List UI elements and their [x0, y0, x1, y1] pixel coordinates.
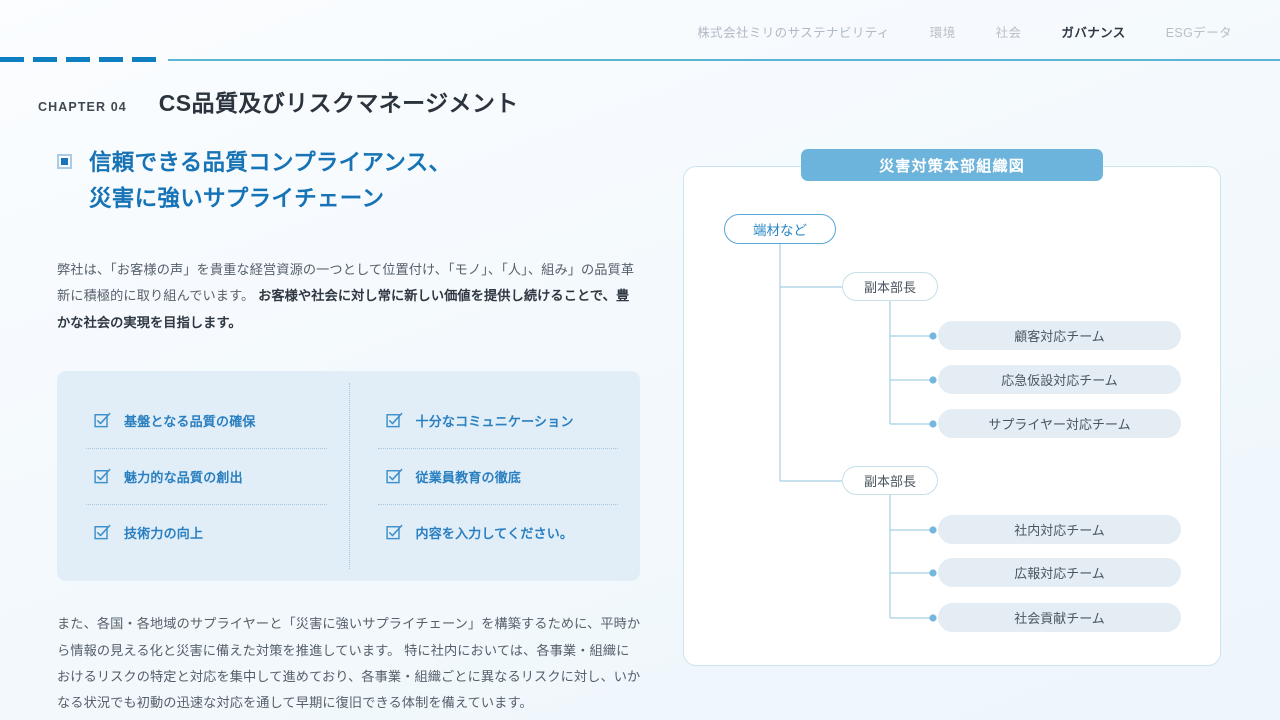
org-chart-canvas: 端材など 副本部長 顧客対応チーム 応急仮設対応チーム サプライヤー対応チーム …: [683, 166, 1221, 666]
page-title: CS品質及びリスクマネージメント: [158, 90, 519, 116]
checklist-item[interactable]: 技術力の向上: [57, 504, 349, 560]
header-rule: [0, 57, 1280, 63]
checklist-column-left: 基盤となる品質の確保 魅力的な品質の創出 技術力の向上: [57, 392, 349, 560]
org-chart-connectors: [779, 244, 937, 622]
org-team-pill[interactable]: サプライヤー対応チーム: [938, 409, 1181, 438]
checklist-item[interactable]: 内容を入力してください。: [349, 504, 641, 560]
nav-item-esg-data[interactable]: ESGデータ: [1165, 25, 1232, 40]
quality-checklist-panel: 基盤となる品質の確保 魅力的な品質の創出 技術力の向上 十分なコミュニケーション…: [57, 371, 641, 582]
chapter-header: CHAPTER 04 CS品質及びリスクマネージメント: [38, 84, 519, 118]
intro-paragraph: 弊社は、「お客様の声」を貴重な経営資源の一つとして位置付け、「モノ」、「人」、組…: [57, 257, 642, 336]
checklist-item[interactable]: 魅力的な品質の創出: [57, 448, 349, 504]
checklist-item-label: 基盤となる品質の確保: [124, 413, 256, 429]
org-node-root[interactable]: 端材など: [724, 214, 836, 244]
checklist-item[interactable]: 十分なコミュニケーション: [349, 392, 641, 448]
dash-segment: [66, 57, 90, 62]
org-node-deputy-1[interactable]: 副本部長: [842, 272, 938, 301]
checklist-item-label: 内容を入力してください。: [415, 525, 574, 541]
left-content-column: 信頼できる品質コンプライアンス、 災害に強いサプライチェーン 弊社は、「お客様の…: [57, 145, 642, 717]
org-team-pill[interactable]: 社会貢献チーム: [938, 603, 1181, 632]
intro-paragraph-normal: 弊社は、「お客様の声」を貴重な経営資源の一つとして位置付け、「モノ」、「人」、組…: [57, 261, 635, 304]
org-chart-title-badge: 災害対策本部組織図: [801, 149, 1103, 181]
section-heading-text: 信頼できる品質コンプライアンス、 災害に強いサプライチェーン: [89, 145, 451, 218]
dash-segment: [99, 57, 123, 62]
checkbox-icon: [94, 524, 111, 539]
org-team-pill[interactable]: 顧客対応チーム: [938, 321, 1181, 350]
top-navigation: 株式会社ミリのサステナビリティ 環境 社会 ガバナンス ESGデータ: [697, 0, 1280, 62]
closing-paragraph: また、各国・各地域のサプライヤーと「災害に強いサプライチェーン」を構築するために…: [57, 616, 641, 711]
intro-paragraph-bold: お客様や社会に対し常に新しい価値を提供し続けることで、豊かな社会の実現を目指しま…: [57, 288, 630, 330]
section-heading: 信頼できる品質コンプライアンス、 災害に強いサプライチェーン: [57, 145, 642, 218]
org-team-pill[interactable]: 広報対応チーム: [938, 558, 1181, 587]
square-bullet-icon: [57, 154, 72, 169]
dashed-accent-bar: [0, 57, 156, 62]
nav-item-society[interactable]: 社会: [995, 25, 1022, 40]
nav-item-environment[interactable]: 環境: [929, 25, 956, 40]
section-heading-line-1: 信頼できる品質コンプライアンス、: [89, 150, 452, 175]
checklist-item-label: 魅力的な品質の創出: [124, 469, 243, 485]
org-team-pill[interactable]: 応急仮設対応チーム: [938, 365, 1181, 394]
checklist-item[interactable]: 従業員教育の徹底: [349, 448, 641, 504]
checklist-item[interactable]: 基盤となる品質の確保: [57, 392, 349, 448]
checkbox-icon: [94, 412, 111, 427]
checklist-item-label: 従業員教育の徹底: [415, 469, 522, 485]
checkbox-icon: [94, 468, 111, 483]
header-divider-line: [168, 59, 1280, 61]
section-heading-line-2: 災害に強いサプライチェーン: [89, 186, 385, 212]
checklist-item-label: 技術力の向上: [124, 525, 204, 541]
checkbox-icon: [385, 468, 402, 483]
checkbox-icon: [385, 412, 402, 427]
dash-segment: [0, 57, 24, 62]
checkbox-icon: [385, 524, 402, 539]
org-team-pill[interactable]: 社内対応チーム: [938, 515, 1181, 544]
nav-item-governance[interactable]: ガバナンス: [1061, 25, 1126, 40]
checklist-column-right: 十分なコミュニケーション 従業員教育の徹底 内容を入力してください。: [349, 392, 641, 560]
nav-item-brand[interactable]: 株式会社ミリのサステナビリティ: [697, 25, 890, 40]
checklist-item-label: 十分なコミュニケーション: [415, 413, 574, 429]
org-node-deputy-2[interactable]: 副本部長: [842, 466, 938, 495]
dash-segment: [33, 57, 57, 62]
chapter-label: CHAPTER 04: [38, 100, 127, 114]
dash-segment: [132, 57, 156, 62]
